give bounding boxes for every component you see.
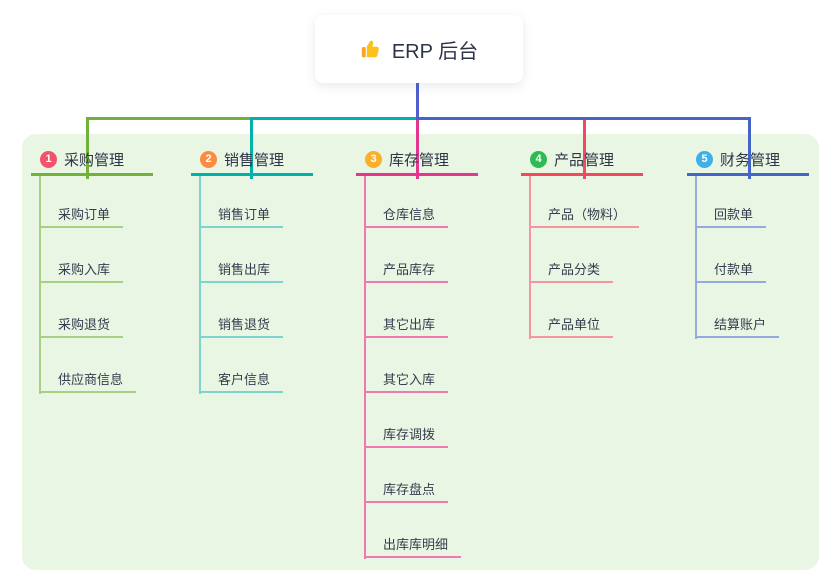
node-supplier-info[interactable]: 供应商信息 — [39, 367, 137, 393]
root-node-label: ERP 后台 — [391, 40, 479, 63]
node-product-unit[interactable]: 产品单位 — [529, 312, 614, 338]
branch-inventory-label: 库存管理 — [389, 152, 450, 169]
node-purchase-order[interactable]: 采购订单 — [39, 202, 124, 228]
branch-inventory: 3 库存管理 仓库信息 产品库存 其它出库 其它入库 库存调拨 库存盘点 出库库… — [356, 146, 516, 559]
branch-sales-spine — [199, 176, 201, 394]
branch-number-badge: 5 — [696, 151, 713, 168]
branch-number-badge: 2 — [200, 151, 217, 168]
node-outbound-detail[interactable]: 出库库明细 — [364, 532, 462, 558]
node-warehouse-info[interactable]: 仓库信息 — [364, 202, 449, 228]
node-other-outbound[interactable]: 其它出库 — [364, 312, 449, 338]
node-sales-order[interactable]: 销售订单 — [199, 202, 284, 228]
node-customer-info[interactable]: 客户信息 — [199, 367, 284, 393]
node-product-stock[interactable]: 产品库存 — [364, 257, 449, 283]
connector-drop-finance — [748, 119, 751, 179]
branch-product-label: 产品管理 — [554, 152, 615, 169]
root-connector-line — [416, 83, 419, 119]
node-purchase-return[interactable]: 采购退货 — [39, 312, 124, 338]
connector-drop-sales — [250, 119, 253, 179]
node-stock-transfer[interactable]: 库存调拨 — [364, 422, 449, 448]
branch-inventory-header[interactable]: 3 库存管理 — [356, 146, 478, 176]
node-sales-return[interactable]: 销售退货 — [199, 312, 284, 338]
connector-horizontal-finance — [416, 117, 751, 120]
node-product-category[interactable]: 产品分类 — [529, 257, 614, 283]
branch-sales: 2 销售管理 销售订单 销售出库 销售退货 客户信息 — [191, 146, 351, 394]
root-node[interactable]: ERP 后台 — [315, 15, 523, 83]
node-sales-outbound[interactable]: 销售出库 — [199, 257, 284, 283]
node-settlement-account[interactable]: 结算账户 — [695, 312, 780, 338]
branch-number-badge: 3 — [365, 151, 382, 168]
branch-product-header[interactable]: 4 产品管理 — [521, 146, 643, 176]
branch-number-badge: 4 — [530, 151, 547, 168]
connector-drop-inventory — [416, 120, 419, 179]
connector-horizontal-purchase — [86, 117, 252, 120]
branch-number-badge: 1 — [40, 151, 57, 168]
node-purchase-inbound[interactable]: 采购入库 — [39, 257, 124, 283]
branch-finance-header[interactable]: 5 财务管理 — [687, 146, 809, 176]
thumbs-up-icon — [360, 38, 382, 60]
connector-drop-product — [583, 120, 586, 179]
connector-horizontal-sales — [250, 117, 418, 120]
branch-product: 4 产品管理 产品（物料） 产品分类 产品单位 — [521, 146, 681, 339]
branch-sales-header[interactable]: 2 销售管理 — [191, 146, 313, 176]
branch-purchase-header[interactable]: 1 采购管理 — [31, 146, 153, 176]
node-stock-count[interactable]: 库存盘点 — [364, 477, 449, 503]
branch-purchase-spine — [39, 176, 41, 394]
branch-finance: 5 财务管理 回款单 付款单 结算账户 — [687, 146, 839, 339]
node-other-inbound[interactable]: 其它入库 — [364, 367, 449, 393]
branch-purchase: 1 采购管理 采购订单 采购入库 采购退货 供应商信息 — [31, 146, 191, 394]
branches-background-panel — [22, 134, 819, 570]
branch-finance-spine — [695, 176, 697, 339]
branch-sales-label: 销售管理 — [224, 152, 285, 169]
node-payment-bill[interactable]: 付款单 — [695, 257, 767, 283]
branch-purchase-label: 采购管理 — [64, 152, 125, 169]
branch-product-spine — [529, 176, 531, 339]
branch-finance-label: 财务管理 — [720, 152, 781, 169]
connector-drop-purchase — [86, 119, 89, 179]
branch-inventory-spine — [364, 176, 366, 559]
node-receipt-bill[interactable]: 回款单 — [695, 202, 767, 228]
node-product-material[interactable]: 产品（物料） — [529, 202, 640, 228]
